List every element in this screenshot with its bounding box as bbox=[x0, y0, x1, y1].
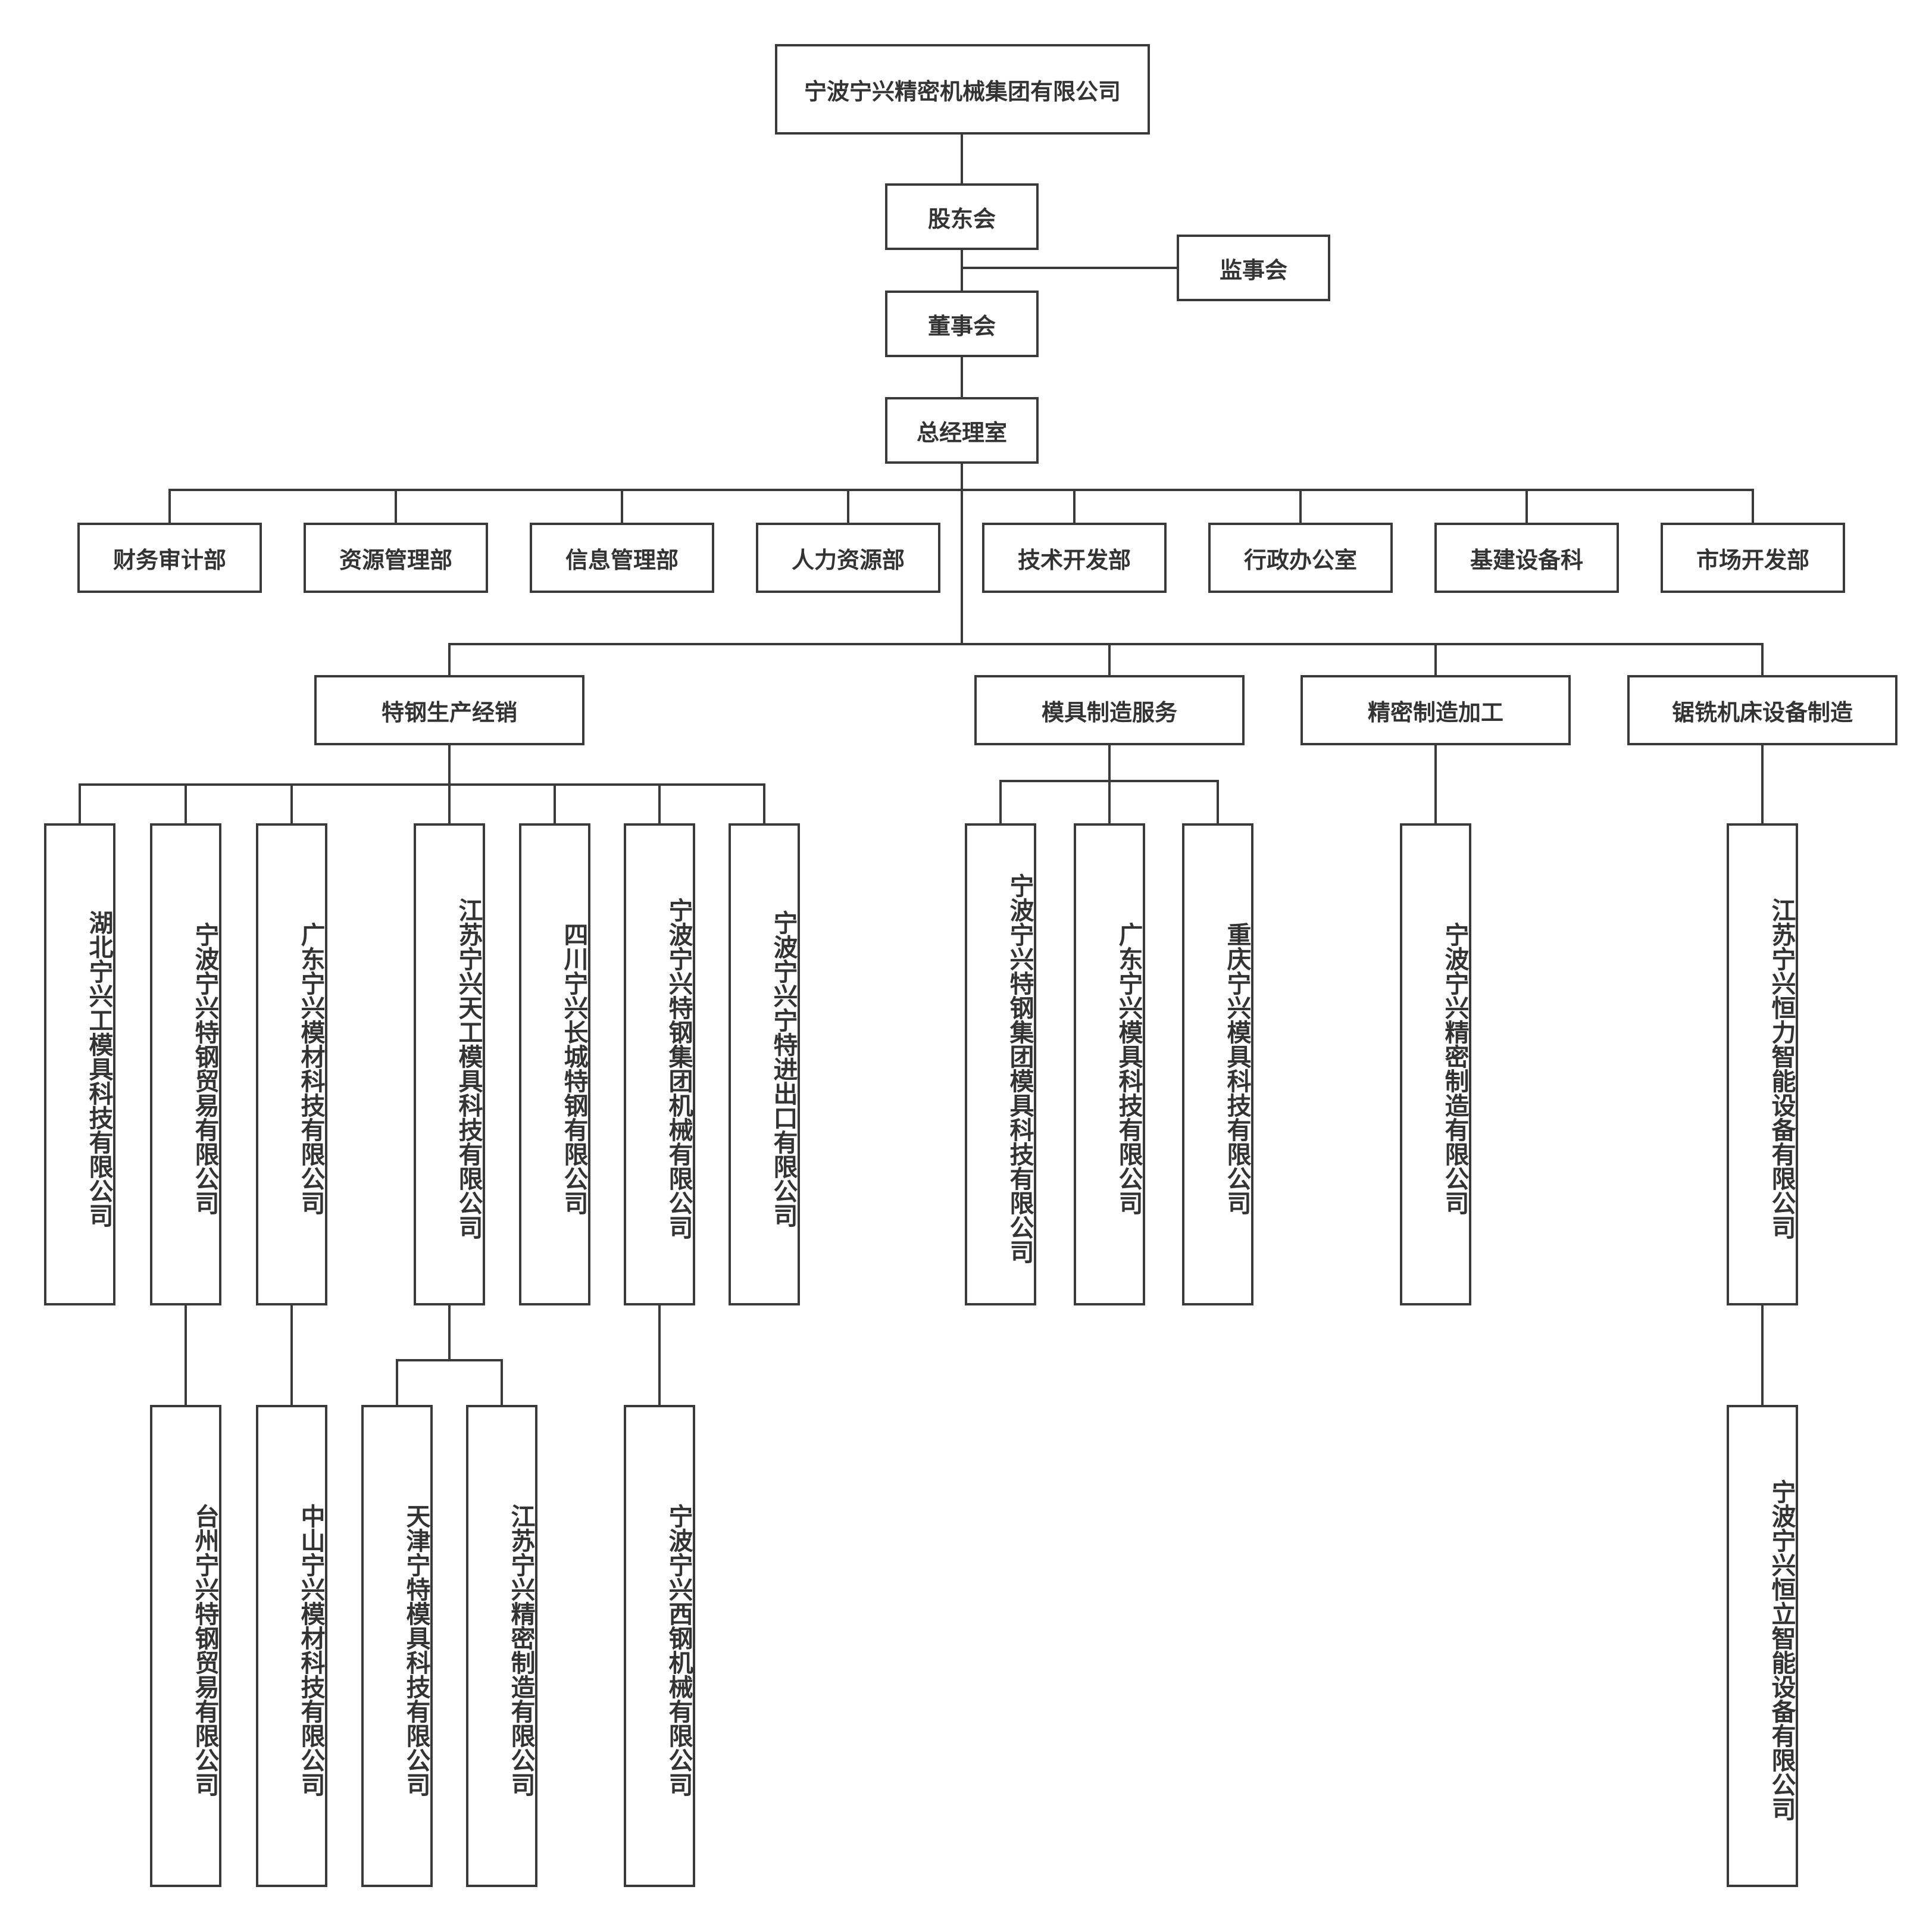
subsidiary-company-label: 宁波宁兴特钢贸易有限公司 bbox=[190, 922, 219, 1215]
subsidiary-company-label: 宁波宁兴宁特进出口有限公司 bbox=[769, 910, 798, 1227]
division-node: 模具制造服务 bbox=[974, 675, 1245, 745]
subsidiary-company-label: 宁波宁兴精密制造有限公司 bbox=[1440, 922, 1469, 1215]
subsidiary-company-node: 宁波宁兴精密制造有限公司 bbox=[1400, 823, 1471, 1305]
shareholders-meeting-label: 股东会 bbox=[927, 205, 996, 232]
subsidiary-company-label: 江苏宁兴天工模具科技有限公司 bbox=[454, 898, 483, 1239]
second-tier-company-label: 宁波宁兴西钢机械有限公司 bbox=[664, 1504, 693, 1797]
subsidiary-company-node: 江苏宁兴天工模具科技有限公司 bbox=[414, 823, 485, 1305]
supervisory-board-node: 监事会 bbox=[1177, 235, 1330, 301]
department-label: 资源管理部 bbox=[339, 546, 452, 573]
subsidiary-company-node: 广东宁兴模具科技有限公司 bbox=[1074, 823, 1145, 1305]
department-node: 市场开发部 bbox=[1661, 523, 1845, 593]
subsidiary-company-label: 湖北宁兴工模具科技有限公司 bbox=[85, 910, 113, 1227]
department-label: 基建设备科 bbox=[1470, 546, 1583, 573]
department-node: 行政办公室 bbox=[1208, 523, 1393, 593]
root-company-label: 宁波宁兴精密机械集团有限公司 bbox=[804, 78, 1121, 105]
division-label: 锯铣机床设备制造 bbox=[1671, 699, 1853, 726]
subsidiary-company-node: 宁波宁兴宁特进出口有限公司 bbox=[729, 823, 800, 1305]
subsidiary-company-label: 广东宁兴模材科技有限公司 bbox=[296, 922, 325, 1215]
subsidiary-company-label: 宁波宁兴特钢集团模具科技有限公司 bbox=[1005, 873, 1034, 1264]
department-label: 财务审计部 bbox=[112, 546, 226, 573]
second-tier-company-node: 台州宁兴特钢贸易有限公司 bbox=[150, 1405, 221, 1887]
second-tier-company-label: 宁波宁兴恒立智能设备有限公司 bbox=[1767, 1479, 1796, 1821]
department-node: 基建设备科 bbox=[1434, 523, 1619, 593]
second-tier-company-node: 天津宁特模具科技有限公司 bbox=[361, 1405, 433, 1887]
division-node: 锯铣机床设备制造 bbox=[1627, 675, 1897, 745]
second-tier-company-label: 中山宁兴模材科技有限公司 bbox=[296, 1504, 325, 1797]
general-manager-office-node: 总经理室 bbox=[885, 397, 1039, 464]
root-company-node: 宁波宁兴精密机械集团有限公司 bbox=[775, 44, 1150, 135]
subsidiary-company-node: 四川宁兴长城特钢有限公司 bbox=[519, 823, 590, 1305]
division-label: 特钢生产经销 bbox=[381, 699, 517, 726]
subsidiary-company-node: 湖北宁兴工模具科技有限公司 bbox=[44, 823, 115, 1305]
second-tier-company-node: 宁波宁兴恒立智能设备有限公司 bbox=[1727, 1405, 1798, 1887]
department-node: 资源管理部 bbox=[304, 523, 488, 593]
board-of-directors-label: 董事会 bbox=[927, 313, 996, 339]
subsidiary-company-label: 四川宁兴长城特钢有限公司 bbox=[559, 922, 588, 1215]
second-tier-company-label: 江苏宁兴精密制造有限公司 bbox=[507, 1504, 535, 1797]
second-tier-company-node: 中山宁兴模材科技有限公司 bbox=[256, 1405, 327, 1887]
department-node: 技术开发部 bbox=[982, 523, 1167, 593]
division-node: 特钢生产经销 bbox=[314, 675, 584, 745]
department-label: 行政办公室 bbox=[1243, 546, 1357, 573]
board-of-directors-node: 董事会 bbox=[885, 291, 1039, 357]
second-tier-company-node: 江苏宁兴精密制造有限公司 bbox=[466, 1405, 537, 1887]
subsidiary-company-label: 江苏宁兴恒力智能设备有限公司 bbox=[1767, 898, 1796, 1239]
department-label: 人力资源部 bbox=[791, 546, 905, 573]
department-node: 财务审计部 bbox=[77, 523, 262, 593]
department-node: 信息管理部 bbox=[530, 523, 714, 593]
second-tier-company-label: 台州宁兴特钢贸易有限公司 bbox=[190, 1504, 219, 1797]
subsidiary-company-label: 广东宁兴模具科技有限公司 bbox=[1114, 922, 1143, 1215]
subsidiary-company-node: 宁波宁兴特钢贸易有限公司 bbox=[150, 823, 221, 1305]
supervisory-board-label: 监事会 bbox=[1219, 257, 1287, 283]
department-label: 技术开发部 bbox=[1017, 546, 1131, 573]
subsidiary-company-node: 宁波宁兴特钢集团机械有限公司 bbox=[624, 823, 695, 1305]
division-label: 模具制造服务 bbox=[1041, 699, 1177, 726]
subsidiary-company-label: 宁波宁兴特钢集团机械有限公司 bbox=[664, 898, 693, 1239]
second-tier-company-node: 宁波宁兴西钢机械有限公司 bbox=[624, 1405, 695, 1887]
subsidiary-company-node: 宁波宁兴特钢集团模具科技有限公司 bbox=[965, 823, 1036, 1305]
general-manager-office-label: 总经理室 bbox=[916, 419, 1007, 446]
division-node: 精密制造加工 bbox=[1300, 675, 1571, 745]
division-label: 精密制造加工 bbox=[1367, 699, 1503, 726]
department-node: 人力资源部 bbox=[756, 523, 940, 593]
shareholders-meeting-node: 股东会 bbox=[885, 183, 1039, 250]
subsidiary-company-node: 江苏宁兴恒力智能设备有限公司 bbox=[1727, 823, 1798, 1305]
department-label: 市场开发部 bbox=[1696, 546, 1809, 573]
subsidiary-company-node: 广东宁兴模材科技有限公司 bbox=[256, 823, 327, 1305]
subsidiary-company-label: 重庆宁兴模具科技有限公司 bbox=[1223, 922, 1251, 1215]
subsidiary-company-node: 重庆宁兴模具科技有限公司 bbox=[1182, 823, 1253, 1305]
second-tier-company-label: 天津宁特模具科技有限公司 bbox=[402, 1504, 430, 1797]
department-label: 信息管理部 bbox=[565, 546, 679, 573]
